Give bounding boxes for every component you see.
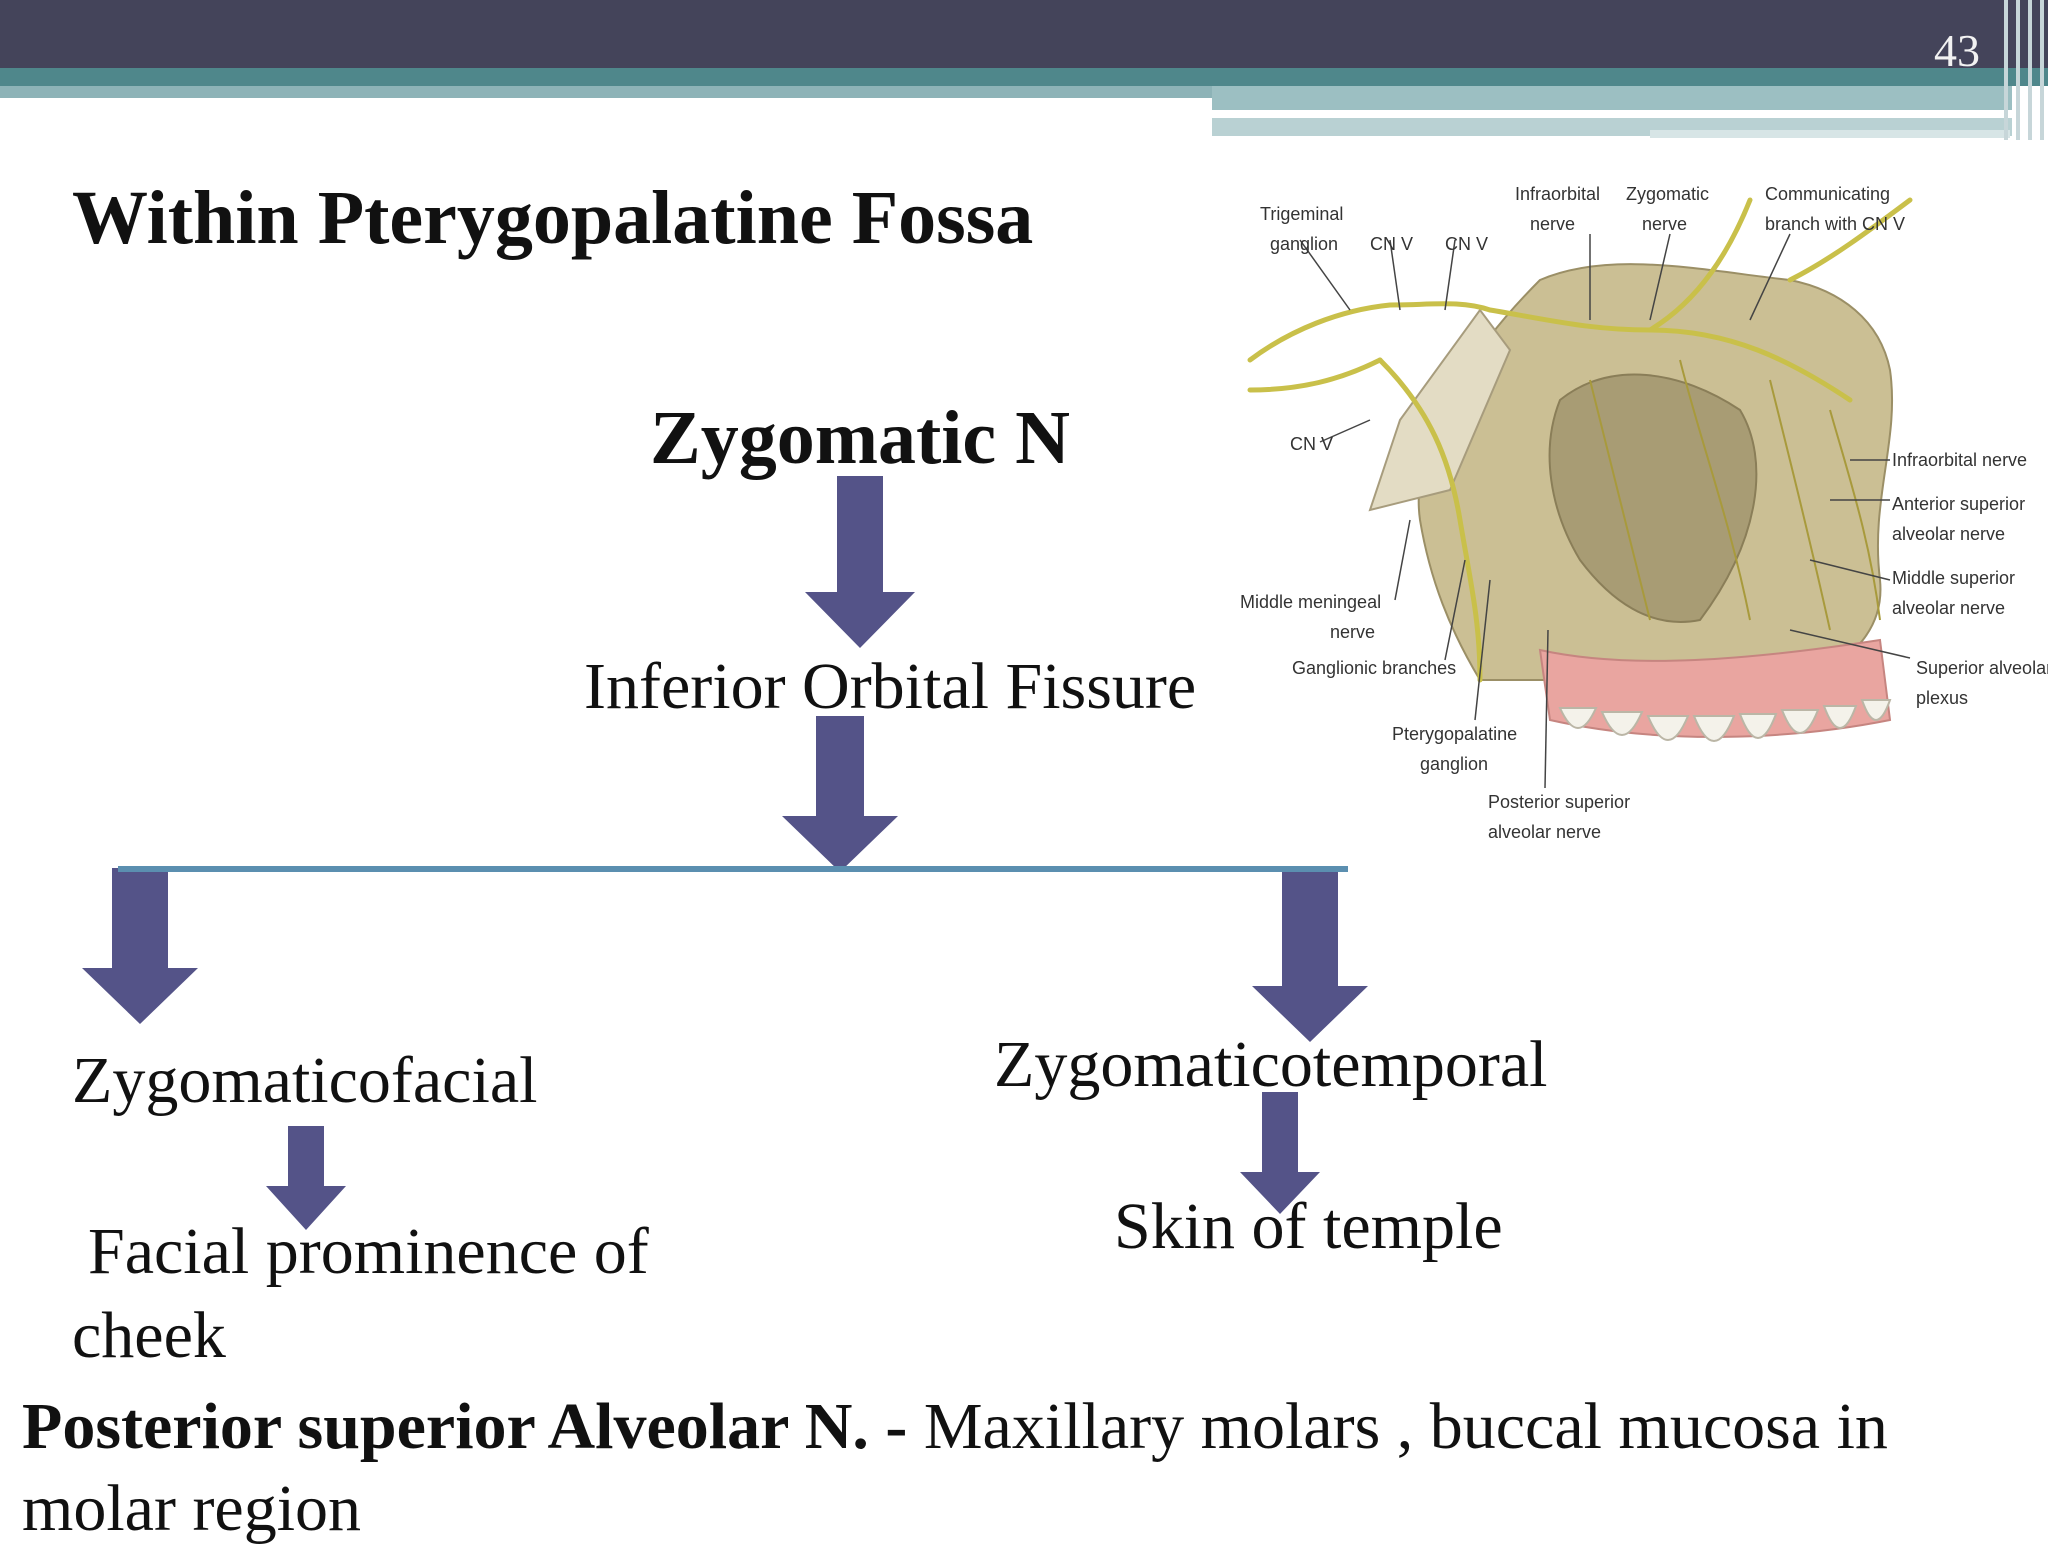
header-band-right	[1212, 86, 2012, 110]
bottom-note: Posterior superior Alveolar N. - Maxilla…	[22, 1386, 2002, 1550]
label-middle-meningeal-2: nerve	[1330, 622, 1375, 642]
arrow-down	[805, 476, 915, 648]
arrow-down	[1240, 1092, 1320, 1214]
header-band-left	[0, 86, 1212, 98]
nerve-fine-branches	[1589, 359, 1881, 631]
teeth-group	[1558, 699, 1892, 742]
label-infraorbital-top-2: nerve	[1530, 214, 1575, 234]
label-cn-v-1: CN V	[1370, 234, 1413, 254]
header-band	[0, 68, 2048, 86]
label-middle-superior-1: Middle superior	[1892, 568, 2015, 588]
label-zygomatic-nerve-1: Zygomatic	[1626, 184, 1709, 204]
bone-fragment	[1368, 308, 1512, 512]
node-zygomatic-nerve: Zygomatic N	[650, 396, 1071, 480]
arrow-down	[82, 868, 198, 1024]
label-superior-alveolar-plexus-1: Superior alveolar	[1916, 658, 2048, 678]
slide-number: 43	[1934, 25, 1980, 76]
node-zygomaticotemporal: Zygomaticotemporal	[994, 1028, 1548, 1101]
nerve-paths	[1247, 197, 1913, 683]
arrow-down	[266, 1126, 346, 1230]
label-posterior-superior-1: Posterior superior	[1488, 792, 1630, 812]
label-ganglionic-branches: Ganglionic branches	[1292, 658, 1456, 678]
node-facial-prominence-line2: cheek	[72, 1299, 226, 1372]
arrow-down	[1252, 868, 1368, 1042]
header-band-right-thin	[1650, 130, 2010, 138]
bottom-note-bold: Posterior superior Alveolar N. -	[22, 1390, 908, 1463]
label-trigeminal-ganglion-2: ganglion	[1270, 234, 1338, 254]
label-middle-superior-2: alveolar nerve	[1892, 598, 2005, 618]
arrow-down	[782, 716, 898, 872]
label-zygomatic-nerve-2: nerve	[1642, 214, 1687, 234]
label-pterygopalatine-ganglion-2: ganglion	[1420, 754, 1488, 774]
label-anterior-superior-1: Anterior superior	[1892, 494, 2025, 514]
label-infraorbital-top-1: Infraorbital	[1515, 184, 1600, 204]
node-inferior-orbital-fissure: Inferior Orbital Fissure	[584, 650, 1197, 723]
label-cn-v-2: CN V	[1445, 234, 1488, 254]
label-superior-alveolar-plexus-2: plexus	[1916, 688, 1968, 708]
label-posterior-superior-2: alveolar nerve	[1488, 822, 1601, 842]
label-communicating-branch-1: Communicating	[1765, 184, 1890, 204]
label-pterygopalatine-ganglion-1: Pterygopalatine	[1392, 724, 1517, 744]
label-trigeminal-ganglion-1: Trigeminal	[1260, 204, 1343, 224]
bottom-note-text: Maxillary molars , buccal mucosa in mola…	[22, 1390, 1888, 1545]
node-skin-of-temple: Skin of temple	[1114, 1190, 1503, 1263]
maxillary-sinus-shape	[1548, 373, 1758, 623]
node-facial-prominence-line1: Facial prominence of	[88, 1215, 649, 1288]
anatomy-illustration: Trigeminal ganglion CN V CN V CN V Infra…	[1240, 184, 2048, 842]
label-communicating-branch-2: branch with CN V	[1765, 214, 1905, 234]
label-cn-v-3: CN V	[1290, 434, 1333, 454]
node-facial-prominence: Facial prominence of cheek	[72, 1210, 712, 1378]
label-leader-lines	[1299, 233, 1911, 789]
header-bar	[0, 0, 2048, 68]
label-middle-meningeal-1: Middle meningeal	[1240, 592, 1381, 612]
label-anterior-superior-2: alveolar nerve	[1892, 524, 2005, 544]
label-infraorbital-right: Infraorbital nerve	[1892, 450, 2027, 470]
node-zygomaticofacial: Zygomaticofacial	[72, 1044, 538, 1117]
header-stripes	[2000, 0, 2048, 140]
slide-title: Within Pterygopalatine Fossa	[72, 176, 1034, 260]
